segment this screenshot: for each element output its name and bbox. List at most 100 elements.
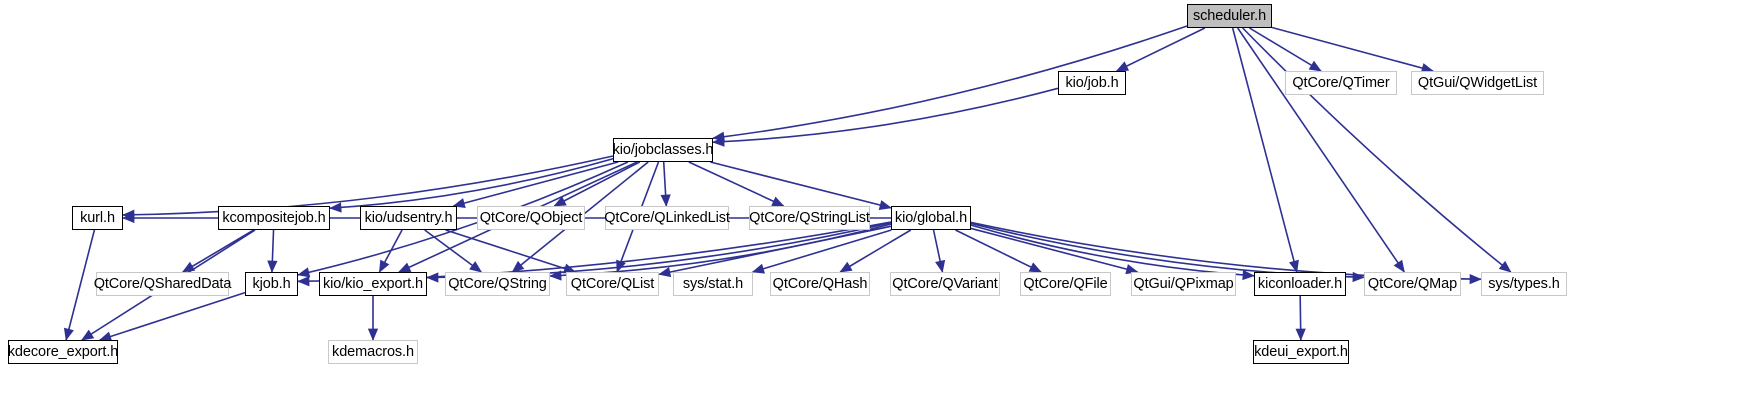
graph-edge-arrowhead (1469, 273, 1482, 285)
graph-node-label: QtCore/QList (570, 275, 655, 292)
graph-edge-global-to-qhash (839, 229, 912, 273)
graph-node-qshareddata[interactable]: QtCore/QSharedData (94, 272, 231, 296)
graph-node-qfile[interactable]: QtCore/QFile (1020, 272, 1111, 296)
graph-edge-arrowhead (1242, 269, 1255, 281)
graph-edge-arrowhead (935, 259, 946, 273)
graph-node-label: QtGui/QPixmap (1133, 275, 1234, 292)
graph-edge-arrowhead (511, 260, 525, 273)
graph-node-kiconloader[interactable]: kiconloader.h (1254, 272, 1346, 296)
graph-node-label: sys/types.h (1488, 275, 1560, 292)
graph-node-jobclasses[interactable]: kio/jobclasses.h (613, 138, 713, 162)
graph-edge-arrowhead (469, 261, 483, 273)
graph-node-kcompositejob[interactable]: kcompositejob.h (218, 206, 330, 230)
graph-edge-global-to-qpixmap (970, 227, 1138, 273)
graph-node-udsentry[interactable]: kio/udsentry.h (360, 206, 457, 230)
graph-edge-arrowhead (297, 267, 311, 278)
graph-node-label: QtCore/QString (448, 275, 547, 292)
graph-node-label: QtCore/QVariant (892, 275, 998, 292)
graph-edge-jobclasses-to-qobject (553, 161, 641, 207)
graph-edge-arrowhead (839, 261, 853, 273)
graph-node-qvariant[interactable]: QtCore/QVariant (890, 272, 1000, 296)
graph-edge-arrowhead (1308, 60, 1322, 72)
graph-node-label: kio/udsentry.h (364, 209, 453, 226)
graph-edge-arrowhead (81, 329, 95, 341)
graph-edge-arrowhead (1115, 61, 1130, 72)
graph-node-label: kdeui_export.h (1254, 343, 1348, 360)
graph-node-qtimer[interactable]: QtCore/QTimer (1285, 71, 1397, 95)
graph-edge-arrowhead (878, 200, 892, 211)
graph-node-kjob[interactable]: kjob.h (245, 272, 298, 296)
graph-node-label: QtGui/QWidgetList (1417, 74, 1538, 91)
graph-node-label: QtCore/QFile (1023, 275, 1108, 292)
graph-node-label: kio/kio_export.h (323, 275, 423, 292)
graph-edge-arrowhead (379, 259, 390, 273)
graph-node-label: kurl.h (80, 209, 115, 226)
graph-node-kdemacros[interactable]: kdemacros.h (328, 340, 418, 364)
graph-edge-scheduler-to-qwidgetlist (1271, 26, 1434, 72)
graph-edge-jobclasses-to-kurl (122, 155, 614, 216)
graph-node-qhash[interactable]: QtCore/QHash (770, 272, 870, 296)
graph-node-label: QtCore/QLinkedList (604, 209, 730, 226)
graph-node-sysstat[interactable]: sys/stat.h (673, 272, 753, 296)
graph-node-kio_export[interactable]: kio/kio_export.h (319, 272, 427, 296)
graph-edge-global-to-sysstat (752, 229, 892, 273)
graph-edge-arrowhead (1288, 259, 1299, 273)
graph-edge-kjob-to-kdecore_export (99, 291, 246, 341)
graph-node-global[interactable]: kio/global.h (891, 206, 971, 230)
graph-node-kdeui_export[interactable]: kdeui_export.h (1253, 340, 1349, 364)
graph-node-systypes[interactable]: sys/types.h (1481, 272, 1567, 296)
graph-node-qobject[interactable]: QtCore/QObject (477, 206, 585, 230)
graph-edge-arrowhead (1498, 260, 1512, 273)
graph-node-label: kcompositejob.h (222, 209, 326, 226)
graph-node-qlinkedlist[interactable]: QtCore/QLinkedList (604, 206, 730, 230)
graph-edge-arrowhead (181, 261, 196, 273)
graph-edge-scheduler-to-qmap (1237, 27, 1405, 273)
graph-edge-scheduler-to-kiconloader (1231, 27, 1298, 273)
graph-edge-jobclasses-to-global (710, 161, 892, 209)
graph-node-kurl[interactable]: kurl.h (72, 206, 123, 230)
graph-node-label: QtCore/QStringList (749, 209, 870, 226)
graph-edge-arrowhead (297, 276, 310, 287)
graph-node-qpixmap[interactable]: QtGui/QPixmap (1131, 272, 1236, 296)
graph-node-label: QtCore/QHash (772, 275, 868, 292)
graph-edge-global-to-systypes (970, 221, 1482, 281)
graph-edge-arrowhead (398, 262, 412, 273)
graph-edge-global-to-kio_export (426, 221, 892, 279)
graph-node-qwidgetlist[interactable]: QtGui/QWidgetList (1411, 71, 1544, 95)
graph-edge-scheduler-to-jobclasses (712, 25, 1188, 139)
graph-edge-kiojob-to-jobclasses (712, 87, 1059, 143)
graph-edge-arrowhead (712, 136, 725, 147)
graph-node-qlist[interactable]: QtCore/QList (566, 272, 659, 296)
graph-node-kiojob[interactable]: kio/job.h (1058, 71, 1126, 95)
graph-edge-arrowhead (267, 260, 278, 273)
graph-edge-arrowhead (553, 196, 567, 207)
graph-edge-arrowhead (63, 327, 74, 341)
graph-node-label: QtCore/QObject (479, 209, 583, 226)
graph-edge-arrowhead (658, 267, 672, 278)
graph-node-qstringlist[interactable]: QtCore/QStringList (749, 206, 870, 230)
graph-edge-arrowhead (122, 212, 135, 224)
graph-edge-jobclasses-to-udsentry (453, 161, 619, 207)
graph-edge-jobclasses-to-kcompositejob (329, 157, 614, 210)
graph-edge-arrowhead (452, 198, 466, 209)
graph-node-scheduler[interactable]: scheduler.h (1187, 4, 1272, 28)
graph-node-label: kdecore_export.h (7, 343, 119, 360)
graph-node-label: kjob.h (252, 275, 291, 292)
graph-node-kdecore_export[interactable]: kdecore_export.h (8, 340, 118, 364)
graph-edge-arrowhead (751, 263, 765, 274)
graph-edge-scheduler-to-systypes (1242, 27, 1512, 273)
graph-node-label: QtCore/QTimer (1292, 74, 1390, 91)
graph-edge-arrowhead (549, 270, 562, 281)
graph-node-qstring[interactable]: QtCore/QString (445, 272, 550, 296)
graph-edge-arrowhead (329, 202, 342, 213)
graph-edge-scheduler-to-qtimer (1249, 27, 1322, 72)
graph-edge-arrowhead (660, 194, 671, 207)
graph-edge-kcompositejob-to-qshareddata (182, 229, 255, 273)
graph-node-label: kiconloader.h (1257, 275, 1343, 292)
graph-edge-global-to-qlist (658, 225, 892, 276)
graph-edge-arrowhead (1028, 262, 1042, 273)
graph-edge-arrowhead (367, 328, 379, 341)
graph-node-label: QtCore/QSharedData (93, 275, 232, 292)
graph-node-qmap[interactable]: QtCore/QMap (1364, 272, 1461, 296)
